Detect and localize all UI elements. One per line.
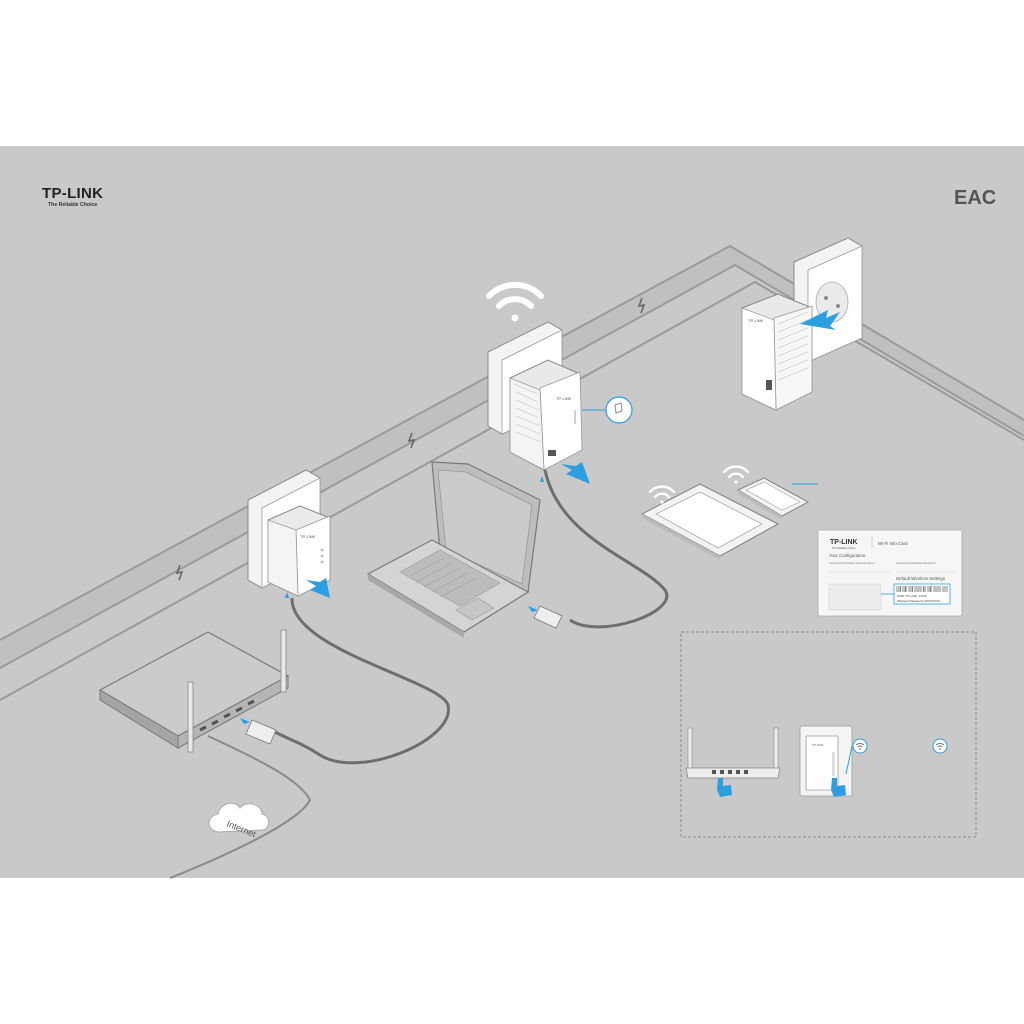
- ethernet-cable: [543, 469, 669, 629]
- adapter-logo: TP-LINK: [748, 318, 764, 323]
- smartphone: [736, 477, 810, 520]
- lightning-icon: [407, 432, 416, 449]
- brand-name: TP-LINK: [42, 185, 103, 202]
- lightning-icon: [175, 564, 184, 581]
- arrow-icon: [561, 462, 590, 484]
- card-title: Wi-Fi Info Card: [878, 541, 908, 546]
- card-logo: TP-LINK: [830, 539, 858, 546]
- tablet: [640, 483, 780, 560]
- wifi-icon: [722, 465, 750, 484]
- router-antenna: [773, 727, 779, 771]
- pointer-hand-icon: [831, 778, 846, 797]
- arrow-icon: [540, 476, 544, 482]
- ethernet-plug: [533, 605, 563, 629]
- barcode: [896, 586, 948, 592]
- card-password: Wireless Password: XXXXXXXX: [897, 599, 940, 603]
- led-indicator: [320, 560, 324, 564]
- router-antenna: [687, 727, 693, 771]
- wifi-icon: [932, 738, 948, 754]
- wifi-extender-adapter: TP-LINK: [509, 359, 583, 471]
- ethernet-port: [766, 380, 772, 390]
- led-strip: [574, 410, 576, 424]
- card-default-title: Default Wireless Settings: [896, 576, 946, 581]
- laptop: [366, 461, 541, 638]
- pairing-inset-panel: [680, 631, 977, 838]
- wifi-icon: [486, 281, 544, 322]
- adapter-logo: TP-LINK: [300, 534, 316, 539]
- router-antenna: [187, 681, 194, 753]
- card-section-title: Your Configuration: [829, 553, 866, 558]
- powerline-adapter-left: TP-LINK: [267, 505, 331, 597]
- arrow-icon: [306, 578, 330, 598]
- arrow-icon: [528, 606, 538, 612]
- ethernet-cable: [274, 597, 450, 765]
- pointer-hand-icon: [717, 778, 732, 797]
- arrow-icon: [240, 718, 250, 724]
- adapter-logo: TP-LINK: [556, 396, 572, 401]
- ethernet-port: [548, 450, 556, 456]
- brand-tagline: The Reliable Choice: [48, 202, 97, 208]
- wifi-info-card: TP-LINK The Reliable Choice Wi-Fi Info C…: [817, 529, 963, 617]
- callout-line: [845, 745, 853, 775]
- ethernet-plug: [245, 719, 277, 745]
- wifi-icon: [648, 485, 676, 504]
- adapter-logo: TP-LINK: [812, 743, 824, 747]
- brand-logo: TP-LINK The Reliable Choice: [42, 185, 103, 208]
- card-info-block: [828, 583, 882, 611]
- button-callout: [582, 396, 633, 424]
- router-antenna: [280, 629, 287, 693]
- wifi-extender-adapter-right: TP-LINK: [741, 293, 813, 411]
- router: [98, 629, 290, 753]
- led-indicator: [320, 548, 324, 552]
- card-logo-tagline: The Reliable Choice: [832, 546, 856, 550]
- arrow-icon: [285, 592, 289, 598]
- led-indicator: [320, 554, 324, 558]
- card-col1-label: Customized Wireless Network Name: [829, 561, 875, 565]
- inset-router: [685, 727, 781, 779]
- certification-mark: EAC: [954, 187, 996, 209]
- internet-cable: [169, 735, 312, 879]
- arrow-icon: [800, 310, 840, 330]
- inset-adapter: TP-LINK: [799, 725, 853, 797]
- lightning-icon: [637, 297, 646, 314]
- card-ssid: SSID: TP-LINK_XXXX: [897, 594, 927, 598]
- wifi-icon: [852, 738, 868, 754]
- card-col2-label: Customized Wireless Password: [896, 561, 936, 565]
